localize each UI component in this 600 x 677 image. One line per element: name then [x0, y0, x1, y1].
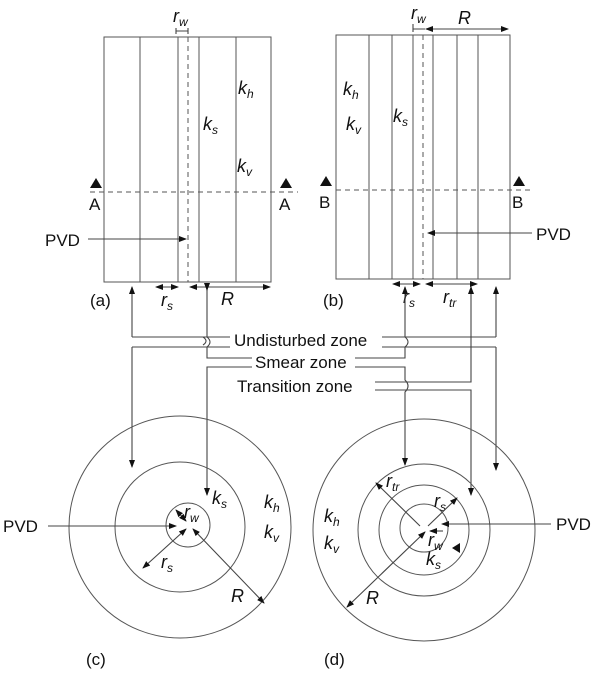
- panel-d-ks-pointer-icon: [452, 543, 460, 553]
- panel-a: A A rw kh ks kv PVD rs R (a): [45, 6, 298, 313]
- panel-d-rtr-label: rtr: [386, 471, 400, 494]
- panel-c-R-dimension: [192, 528, 265, 604]
- section-marker-b-right-icon: [513, 176, 525, 186]
- panel-a-pvd-label: PVD: [45, 231, 80, 250]
- panel-c-rs-dimension: [142, 528, 187, 569]
- panel-a-rs-label: rs: [161, 290, 173, 313]
- panel-a-caption: (a): [90, 291, 111, 310]
- section-label-b-left: B: [319, 193, 330, 212]
- panel-d-rs-dimension: [427, 497, 458, 527]
- section-label-a-left: A: [89, 195, 101, 214]
- panel-a-rw-dimension: [175, 28, 189, 34]
- panel-b-smear-zone-left: [391, 34, 414, 280]
- smear-label-bg: [253, 352, 353, 371]
- panel-d-rw-label: rw: [428, 530, 444, 553]
- smear-zone-label: Smear zone: [255, 353, 347, 372]
- section-marker-b-left-icon: [320, 176, 332, 186]
- panel-c-drain-circle: [165, 502, 211, 548]
- leader-transition-b: [375, 286, 474, 383]
- leader-smear-b: [355, 286, 409, 359]
- panel-b-transition-zone-right: [456, 34, 479, 280]
- panel-c-kv-label: kv: [264, 522, 280, 545]
- leader-smear-d: [355, 366, 409, 466]
- panel-d-kv-label: kv: [324, 533, 340, 556]
- panel-a-rw-label: rw: [173, 6, 189, 29]
- panel-b-rw-label: rw: [411, 3, 427, 26]
- panel-b-R-label: R: [458, 8, 471, 28]
- panel-c-kh-label: kh: [264, 492, 280, 515]
- panel-d: kh kv ks rtr rs R rw PVD (d): [312, 418, 591, 669]
- section-marker-left-icon: [90, 178, 102, 188]
- panel-c-influence-circle: [68, 415, 292, 639]
- panel-d-rtr-dimension: [375, 482, 421, 527]
- panel-d-caption: (d): [324, 650, 345, 669]
- panel-b-ks-label: ks: [393, 106, 408, 129]
- panel-b: B B rw R kh kv ks PVD rs rtr (b): [319, 3, 571, 310]
- panel-a-smear-zone-left: [139, 36, 179, 283]
- panel-d-ks-label: ks: [426, 549, 441, 572]
- panel-b-kv-label: kv: [346, 114, 362, 137]
- panel-a-smear-zone-right: [198, 36, 237, 283]
- panel-b-rw-dimension: [412, 24, 425, 32]
- panel-d-R-label: R: [366, 588, 379, 608]
- undisturbed-zone-label: Undisturbed zone: [234, 331, 367, 350]
- undisturbed-label-bg: [232, 330, 380, 350]
- panel-b-smear-zone-right: [432, 34, 458, 280]
- panel-c: ks kh kv PVD rw rs R (c): [3, 415, 292, 669]
- section-label-a-right: A: [279, 195, 291, 214]
- panel-c-R-label: R: [231, 586, 244, 606]
- panel-a-ks-label: ks: [203, 114, 218, 137]
- panel-b-pvd-label: PVD: [536, 225, 571, 244]
- panel-d-pvd-label: PVD: [556, 515, 591, 534]
- panel-a-kh-label: kh: [238, 78, 254, 101]
- panel-b-rtr-label: rtr: [443, 287, 457, 310]
- zone-leaders: Undisturbed zone Smear zone Transition z…: [129, 283, 499, 496]
- panel-c-smear-circle: [114, 461, 246, 593]
- panel-c-caption: (c): [86, 650, 106, 669]
- panel-d-rs-label: rs: [434, 491, 446, 514]
- section-marker-right-icon: [280, 178, 292, 188]
- panel-b-kh-label: kh: [343, 79, 359, 102]
- panel-d-R-dimension: [346, 531, 426, 608]
- panel-c-ks-label: ks: [212, 488, 227, 511]
- panel-d-transition-circle: [357, 463, 491, 597]
- panel-b-rs-label: rs: [403, 287, 415, 310]
- section-label-b-right: B: [512, 193, 523, 212]
- panel-c-rw-label: rw: [184, 502, 200, 525]
- panel-c-rw-dimension: [175, 509, 187, 522]
- panel-a-R-label: R: [221, 289, 234, 309]
- panel-d-kh-label: kh: [324, 506, 340, 529]
- panel-c-pvd-label: PVD: [3, 517, 38, 536]
- leader-smear-c: [204, 366, 252, 496]
- leader-transition-d: [375, 389, 474, 496]
- panel-c-rs-label: rs: [161, 552, 173, 575]
- leader-undisturbed-a-top: [132, 336, 230, 346]
- panel-b-transition-zone-left: [368, 34, 393, 280]
- transition-zone-label: Transition zone: [237, 377, 353, 396]
- leader-smear-a: [206, 287, 252, 359]
- panel-d-influence-circle: [312, 418, 536, 642]
- panel-b-caption: (b): [323, 291, 344, 310]
- panel-a-kv-label: kv: [237, 156, 253, 179]
